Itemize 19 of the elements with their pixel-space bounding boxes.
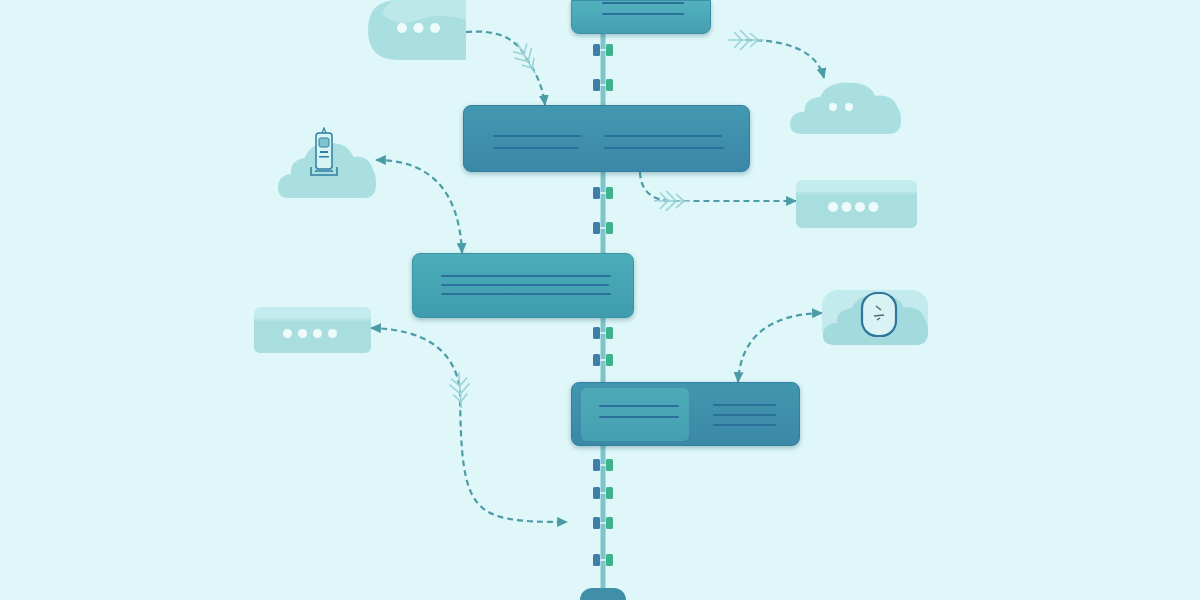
dashed-arrow xyxy=(734,308,824,384)
cloud-shape xyxy=(277,127,376,198)
dashed-arrow xyxy=(727,29,826,80)
chain-connector xyxy=(600,318,606,382)
process-box xyxy=(412,253,634,318)
dashed-arrow xyxy=(638,171,796,212)
speech-bubble xyxy=(368,0,466,60)
message-box xyxy=(796,180,917,228)
process-box xyxy=(463,105,750,172)
message-box xyxy=(254,307,371,353)
dashed-arrow xyxy=(370,323,568,527)
process-box xyxy=(571,382,800,446)
chain-connector xyxy=(600,172,606,253)
process-box xyxy=(571,0,711,34)
dashed-arrow xyxy=(465,30,549,106)
cloud-shape xyxy=(822,290,928,345)
chain-connector xyxy=(600,446,606,588)
chain-connector xyxy=(600,34,606,105)
dashed-arrow xyxy=(374,155,467,255)
